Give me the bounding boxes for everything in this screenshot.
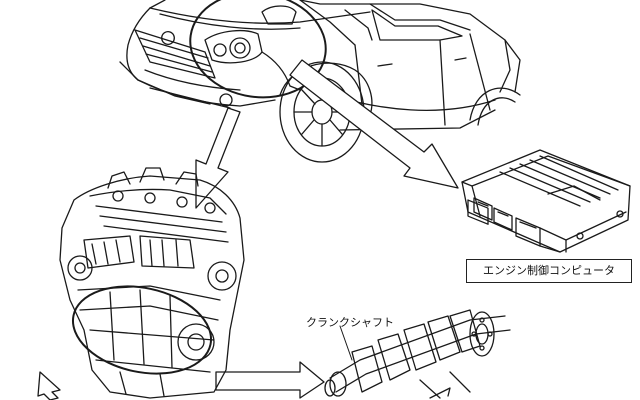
arrow-bottom-left [37, 371, 61, 400]
engine-computer-illustration [461, 149, 631, 253]
arrow-engine-to-crankshaft [215, 361, 325, 399]
arrow-car-to-computer [289, 59, 459, 189]
arrow-car-to-engine [195, 107, 241, 209]
engine-illustration [59, 167, 245, 399]
crankshaft-illustration [324, 309, 511, 399]
engine-computer-label: エンジン制御コンピュータ [466, 259, 632, 283]
arrow-bottom-right [429, 387, 451, 399]
crankshaft-label: クランクシャフト [306, 316, 394, 329]
